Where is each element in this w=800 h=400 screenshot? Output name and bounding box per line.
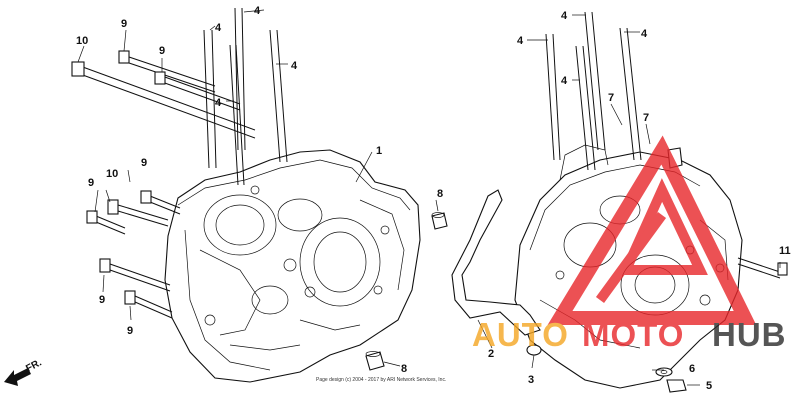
callout-4: 4 [641, 28, 648, 40]
callout-6: 6 [689, 363, 695, 375]
callout-11: 11 [779, 245, 791, 257]
leader-lines [77, 9, 781, 386]
callout-9: 9 [159, 45, 165, 57]
callout-7: 7 [608, 92, 614, 104]
callout-4: 4 [561, 10, 568, 22]
callout-3: 3 [528, 374, 534, 386]
callout-4: 4 [215, 22, 222, 34]
callout-10: 10 [106, 168, 118, 180]
callout-8: 8 [437, 188, 443, 200]
callout-labels: 1 2 3 4 4 4 4 4 4 4 4 5 6 7 7 8 8 9 9 9 … [76, 5, 791, 392]
callout-9: 9 [127, 325, 133, 337]
callout-7: 7 [643, 112, 649, 124]
callout-4: 4 [517, 35, 524, 47]
callout-10: 10 [76, 35, 88, 47]
automotohub-watermark: AUTO MOTO HUB [472, 135, 787, 353]
callout-9: 9 [141, 157, 147, 169]
watermark-triangle-icon [547, 135, 757, 325]
watermark-text-auto: AUTO [472, 316, 569, 353]
small-parts [365, 212, 687, 393]
copyright-credit: Page design (c) 2004 - 2017 by ARI Netwo… [316, 377, 446, 383]
callout-4: 4 [215, 97, 222, 109]
callout-4: 4 [254, 5, 261, 17]
watermark-text-hub: HUB [712, 316, 787, 353]
callout-4: 4 [291, 60, 298, 72]
crankcase-gasket [451, 189, 541, 336]
flange-bolts [71, 50, 788, 319]
callout-4: 4 [561, 75, 568, 87]
front-direction-arrow-icon: FR. [4, 357, 44, 386]
callout-9: 9 [88, 177, 94, 189]
callout-2: 2 [488, 348, 494, 360]
callout-5: 5 [706, 380, 712, 392]
stud-bolts-left [203, 7, 288, 186]
callout-9: 9 [99, 294, 105, 306]
left-crankcase [164, 149, 421, 383]
direction-label: FR. [24, 357, 44, 374]
callout-9: 9 [121, 18, 127, 30]
watermark-text-moto: MOTO [582, 316, 684, 353]
callout-1: 1 [376, 145, 382, 157]
stud-bolts-right [545, 11, 642, 171]
callout-8: 8 [401, 363, 407, 375]
